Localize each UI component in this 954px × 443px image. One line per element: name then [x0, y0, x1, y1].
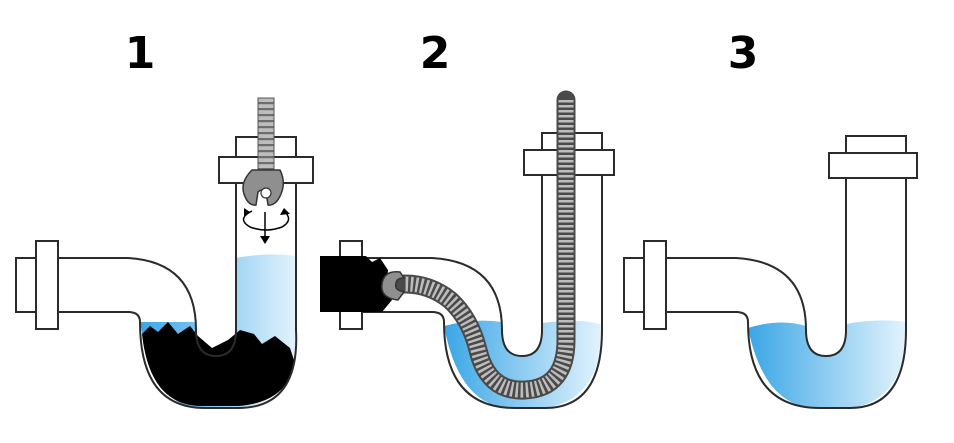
- trap-step-1: [15, 97, 314, 409]
- step-number-1: 1: [124, 28, 156, 79]
- auger-cable-step-1: [257, 97, 275, 171]
- clog-step-1: [142, 322, 294, 407]
- pipe-outline-step-3: [666, 178, 907, 409]
- trap-step-3: [623, 135, 918, 409]
- rotate-arrow-icon: [242, 210, 290, 231]
- inlet-collar-step-1: [15, 257, 37, 313]
- pipe-outline-step-2: [362, 175, 603, 409]
- trap-step-2: [320, 90, 615, 409]
- auger-head-icon: [242, 169, 284, 206]
- top-cap-step-3: [845, 135, 907, 154]
- clog-step-2: [320, 256, 392, 312]
- inlet-collar-step-3: [623, 257, 645, 313]
- step-number-2: 2: [419, 28, 451, 79]
- inlet-flange-step-3: [643, 240, 667, 330]
- step-number-3: 3: [727, 28, 759, 79]
- pipe-outline-step-1: [58, 183, 298, 409]
- auger-head-step-2-icon: [381, 271, 406, 301]
- top-nut-step-3: [828, 152, 918, 179]
- inlet-flange-step-1: [35, 240, 59, 330]
- water-step-3: [748, 320, 907, 409]
